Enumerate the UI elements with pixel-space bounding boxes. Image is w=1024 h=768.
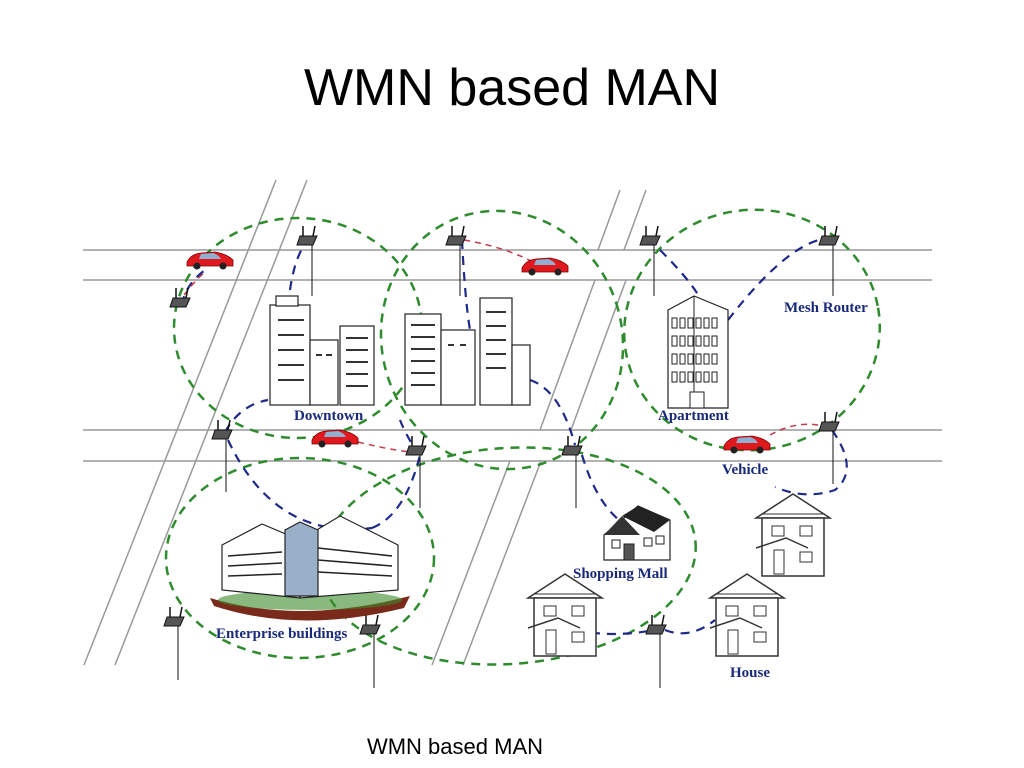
mesh-router-icon xyxy=(818,411,840,484)
mesh-router-icon xyxy=(296,225,318,296)
car-icon xyxy=(186,251,234,270)
mesh-router-icon xyxy=(645,614,667,688)
slide-title: WMN based MAN xyxy=(303,59,721,117)
mesh-router-label: Mesh Router xyxy=(784,300,868,316)
shopping-mall-icon xyxy=(603,505,671,561)
house-icon xyxy=(527,573,603,657)
downtown-buildings-icon xyxy=(269,295,531,406)
vehicle-label: Vehicle xyxy=(722,462,768,478)
backbone-links xyxy=(164,208,882,666)
house-icon xyxy=(709,573,785,657)
mesh-router-icon xyxy=(818,225,840,296)
mesh-router-icon xyxy=(211,419,233,492)
house-label: House xyxy=(730,665,770,681)
car-icon xyxy=(311,429,359,448)
apartment-icon xyxy=(667,295,729,409)
mesh-router-icon xyxy=(639,225,661,296)
mesh-router-icon xyxy=(561,435,583,508)
apartment-label: Apartment xyxy=(658,408,729,424)
downtown-label: Downtown xyxy=(294,408,364,424)
mesh-routers xyxy=(163,225,840,688)
mesh-router-icon xyxy=(405,435,427,508)
mesh-router-icon xyxy=(359,614,381,688)
enterprise-buildings-icon xyxy=(210,515,410,621)
shopping-mall-label: Shopping Mall xyxy=(573,566,668,582)
house-icon xyxy=(755,493,831,577)
mesh-router-icon xyxy=(163,606,185,680)
car-icon xyxy=(723,435,771,454)
car-icon xyxy=(521,257,569,276)
mesh-router-icon xyxy=(445,225,467,296)
figure-caption: WMN based MAN xyxy=(366,734,544,759)
enterprise-buildings-label: Enterprise buildings xyxy=(216,626,347,642)
